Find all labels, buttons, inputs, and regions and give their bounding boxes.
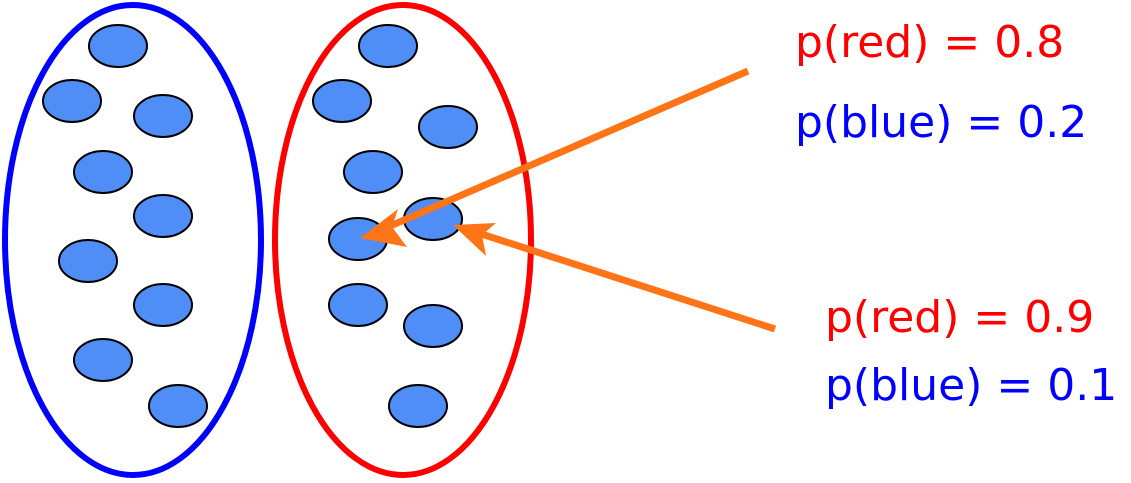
annotation-1-red: p(red) = 0.8 — [795, 17, 1064, 68]
data-point — [403, 304, 463, 348]
data-point — [418, 105, 478, 149]
arrows — [360, 67, 777, 333]
data-point — [58, 239, 118, 283]
arrow-1-head — [360, 209, 407, 247]
data-point — [42, 79, 102, 123]
blue-cluster-outline — [2, 2, 264, 478]
data-point — [148, 384, 208, 428]
blue-cluster-points — [42, 24, 208, 428]
arrow-2-line — [464, 225, 777, 333]
data-point — [312, 79, 372, 123]
arrow-2-head — [453, 223, 496, 256]
data-point — [133, 94, 193, 138]
annotation-1-blue: p(blue) = 0.2 — [795, 97, 1087, 148]
arrow-1-line — [370, 67, 750, 238]
annotation-2-red: p(red) = 0.9 — [825, 292, 1094, 343]
data-point — [133, 194, 193, 238]
data-point — [328, 283, 388, 327]
red-cluster-points — [312, 24, 478, 428]
data-point — [358, 24, 418, 68]
red-cluster-outline — [272, 2, 534, 478]
data-point — [133, 283, 193, 327]
data-point — [388, 384, 448, 428]
data-point — [343, 150, 403, 194]
data-point — [73, 150, 133, 194]
annotation-2-blue: p(blue) = 0.1 — [825, 360, 1117, 411]
data-point — [73, 338, 133, 382]
data-point — [88, 24, 148, 68]
